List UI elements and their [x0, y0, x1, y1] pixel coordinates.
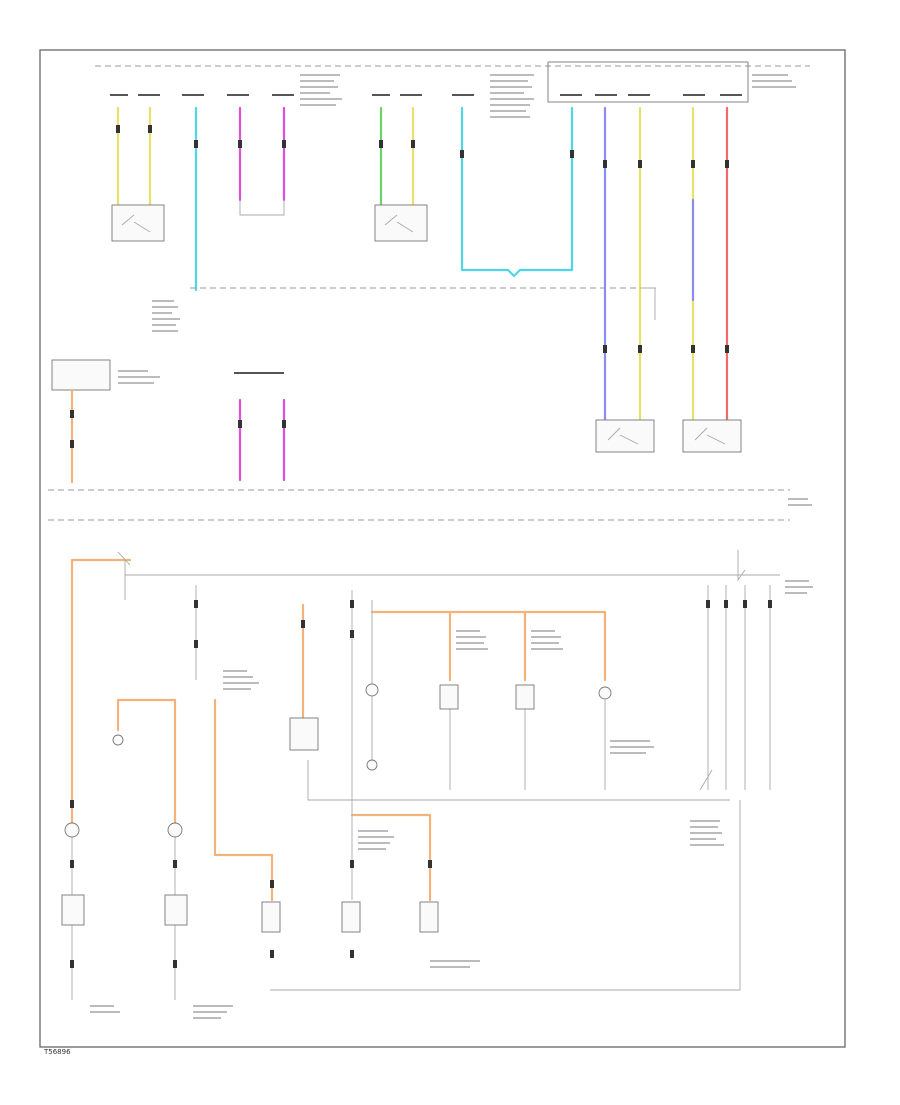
wire-orange-vert-3 — [213, 698, 274, 902]
left-front-door-switch — [111, 204, 165, 242]
switch-bottom-1 — [61, 894, 85, 926]
lower-components — [61, 550, 746, 933]
relay-center — [289, 717, 319, 751]
splice-lower-right — [699, 769, 713, 791]
lamp-center-2 — [439, 684, 459, 710]
footer-code: T56896 — [43, 1048, 71, 1056]
left-fuse-text — [118, 370, 160, 384]
wire-cyan-2 — [460, 106, 574, 278]
top-right-module-box — [547, 61, 749, 103]
lamp-bottom-3 — [419, 901, 439, 933]
lamp-center-3 — [515, 684, 535, 710]
center-courtesy-group — [234, 372, 286, 482]
grey-wiring — [71, 574, 780, 1000]
splice-left — [117, 551, 131, 600]
switch-bottom-2 — [164, 894, 188, 926]
splice-right — [737, 550, 746, 582]
wire-orange-branch — [116, 698, 177, 732]
lower-text-blocks — [90, 498, 813, 1019]
lamp-center-4 — [598, 686, 612, 700]
lamp-left-2 — [167, 822, 183, 838]
lamp-left-1 — [64, 822, 80, 838]
right-rear-door-switch — [682, 419, 742, 453]
wire-orange-lower-run — [350, 813, 432, 902]
top-connector-labels — [110, 94, 742, 96]
courtesy-ground-top — [239, 200, 285, 216]
top-text-blocks — [300, 74, 796, 118]
lamp-bottom-2 — [341, 901, 361, 933]
lamp-bottom-1 — [261, 901, 281, 933]
top-wires — [116, 106, 729, 422]
ground-left — [112, 734, 124, 746]
diagram-frame — [39, 49, 846, 1048]
mid-bus-upper-right — [640, 287, 656, 320]
lamp-center-1 — [365, 683, 379, 697]
top-switches — [111, 200, 428, 242]
ground-center — [366, 759, 378, 771]
left-fuse-block — [51, 359, 111, 391]
left-rear-door-switch — [595, 419, 655, 453]
left-mid-text-block — [152, 300, 180, 332]
wire-orange-main-left — [70, 558, 132, 832]
wire-orange-top-run — [370, 610, 607, 682]
right-front-door-switch — [374, 204, 428, 242]
connector-marks — [70, 125, 772, 968]
